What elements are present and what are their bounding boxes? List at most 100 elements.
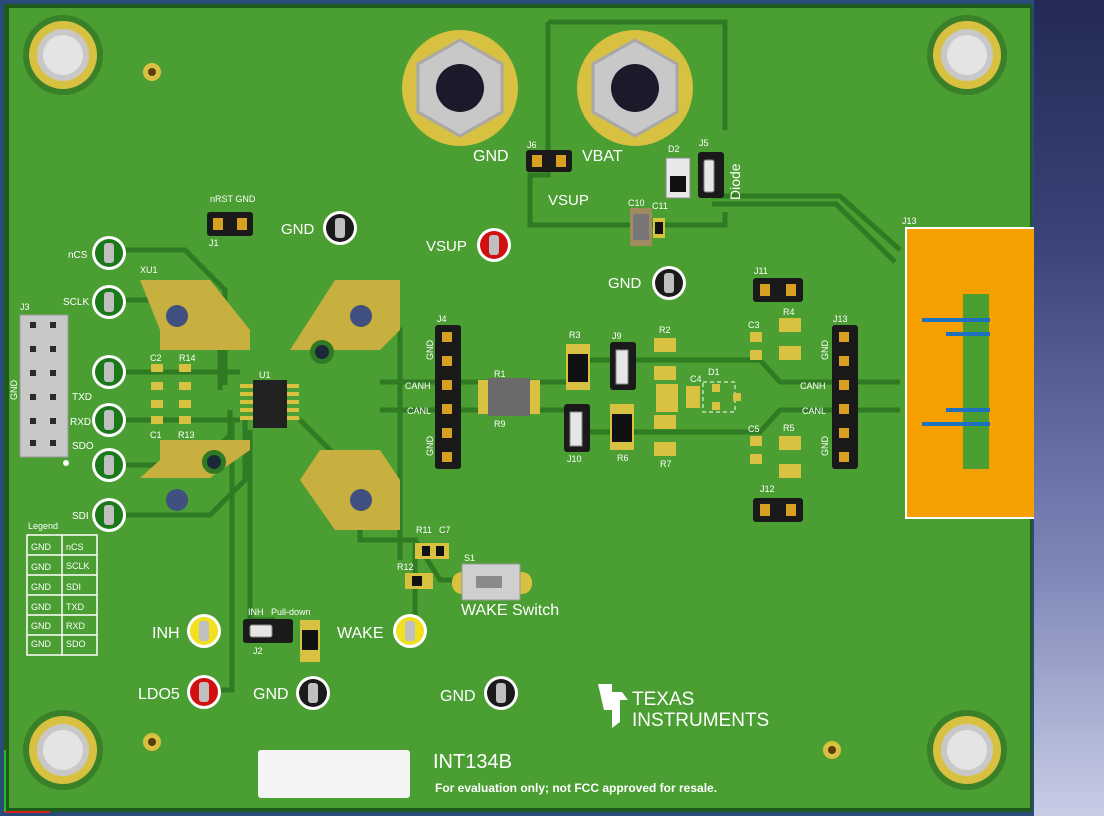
label-j13-gnd-top: GND (820, 340, 830, 361)
testpoint-rxd[interactable] (92, 403, 126, 437)
label-gnd-tp1: GND (281, 221, 315, 238)
legend-row-1-left: GND (31, 542, 52, 552)
label-ncs: nCS (68, 250, 88, 261)
label-j3-gnd: GND (9, 380, 19, 401)
label-r7: R7 (660, 459, 672, 469)
label-c1: C1 (150, 430, 162, 440)
label-inh: INH (152, 625, 180, 642)
j2-jumper[interactable] (243, 619, 293, 643)
label-vsup-tp: VSUP (426, 238, 467, 255)
testpoint-inh[interactable] (187, 614, 221, 648)
testpoint-ncs[interactable] (92, 236, 126, 270)
label-r5: R5 (783, 423, 795, 433)
testpoint-gnd-3[interactable] (296, 676, 330, 710)
j1-jumper[interactable] (207, 212, 253, 236)
testpoint-ldo5[interactable] (187, 675, 221, 709)
legend-row-4-right: TXD (66, 602, 85, 612)
j4-header[interactable] (435, 325, 461, 469)
label-gnd-tp3: GND (253, 686, 289, 703)
label-c5: C5 (748, 424, 760, 434)
j6-jumper[interactable] (526, 150, 572, 172)
j13-can-connector[interactable] (905, 227, 1034, 519)
ti-logo-icon (598, 684, 628, 728)
label-r2: R2 (659, 325, 671, 335)
label-wake: WAKE (337, 625, 384, 642)
j11-jumper[interactable] (753, 278, 803, 302)
label-r6: R6 (617, 453, 629, 463)
label-r13: R13 (178, 430, 195, 440)
testpoint-sclk[interactable] (92, 285, 126, 319)
testpoint-sdo[interactable] (92, 448, 126, 482)
r6-resistor (610, 404, 634, 450)
ti-logo-line2: INSTRUMENTS (632, 710, 769, 731)
label-j13-hdr: J13 (833, 314, 848, 324)
legend-row-4-left: GND (31, 602, 52, 612)
testpoint-sdi[interactable] (92, 498, 126, 532)
legend-row-2-left: GND (31, 562, 52, 572)
banana-post-gnd[interactable] (402, 30, 518, 146)
label-j13-canl: CANL (802, 406, 826, 416)
testpoint-txd[interactable] (92, 355, 126, 389)
label-diode: Diode (727, 163, 743, 200)
j9-jumper[interactable] (610, 342, 636, 390)
testpoint-gnd-1[interactable] (323, 211, 357, 245)
label-j6: J6 (527, 140, 537, 150)
s1-wake-switch[interactable] (452, 563, 532, 601)
legend-row-1-right: nCS (66, 542, 84, 552)
label-sdi: SDI (72, 511, 89, 522)
d1-diode (702, 381, 741, 413)
j12-jumper[interactable] (753, 498, 803, 522)
banana-post-vbat[interactable] (577, 30, 693, 146)
mounting-hole-tl (23, 15, 103, 95)
label-nrst-gnd: nRST GND (210, 194, 256, 204)
label-gnd-tp2: GND (608, 275, 642, 292)
mounting-hole-br (927, 710, 1007, 790)
label-c2: C2 (150, 353, 162, 363)
label-wake-switch: WAKE Switch (461, 602, 559, 619)
label-legend: Legend (28, 521, 58, 531)
label-d2: D2 (668, 144, 680, 154)
label-rxd: RXD (70, 417, 91, 428)
label-j11: J11 (754, 266, 768, 276)
axis-indicator-icon (4, 750, 50, 813)
label-r11: R11 (416, 525, 432, 535)
testpoint-vsup[interactable] (477, 228, 511, 262)
d2-diode (665, 157, 691, 199)
testpoint-gnd-2[interactable] (652, 266, 686, 300)
label-r3: R3 (569, 330, 581, 340)
label-gnd-tp4: GND (440, 688, 476, 705)
board-disclaimer: For evaluation only; not FCC approved fo… (435, 781, 717, 795)
label-xu1: XU1 (140, 265, 158, 275)
label-c11: C11 (652, 201, 668, 211)
j10-jumper[interactable] (564, 404, 590, 452)
label-u1: U1 (259, 370, 271, 380)
r1-choke (478, 378, 540, 416)
label-j4-canl: CANL (407, 406, 431, 416)
label-j13-top: J13 (902, 216, 917, 226)
label-ldo5: LDO5 (138, 686, 180, 703)
mounting-hole-tr (927, 15, 1007, 95)
label-j10: J10 (567, 454, 582, 464)
j3-header[interactable] (19, 314, 69, 466)
label-txd: TXD (72, 392, 92, 403)
label-s1: S1 (464, 553, 475, 563)
label-j4-canh: CANH (405, 381, 431, 391)
label-j5: J5 (699, 138, 709, 148)
testpoint-gnd-4[interactable] (484, 676, 518, 710)
j13-header[interactable] (832, 325, 858, 469)
label-r9: R9 (494, 419, 506, 429)
r2-r7-c4-pads (654, 338, 700, 456)
label-j4-gnd-top: GND (425, 340, 435, 361)
j5-jumper[interactable] (698, 152, 724, 198)
c3-c5-r4-r5-pads (750, 318, 801, 478)
label-r1: R1 (494, 369, 506, 379)
pull-down-resistor (300, 620, 320, 662)
testpoint-wake[interactable] (393, 614, 427, 648)
label-sdo: SDO (72, 441, 94, 452)
label-c10: C10 (628, 198, 645, 208)
label-c3: C3 (748, 320, 760, 330)
ti-logo-line1: TEXAS (632, 689, 694, 710)
serial-label-area (258, 750, 410, 798)
pcb-board-view: GND VBAT J6 D2 J5 Diode VSUP C10 C11 J13… (0, 0, 1034, 816)
label-j13-gnd-bot: GND (820, 436, 830, 457)
